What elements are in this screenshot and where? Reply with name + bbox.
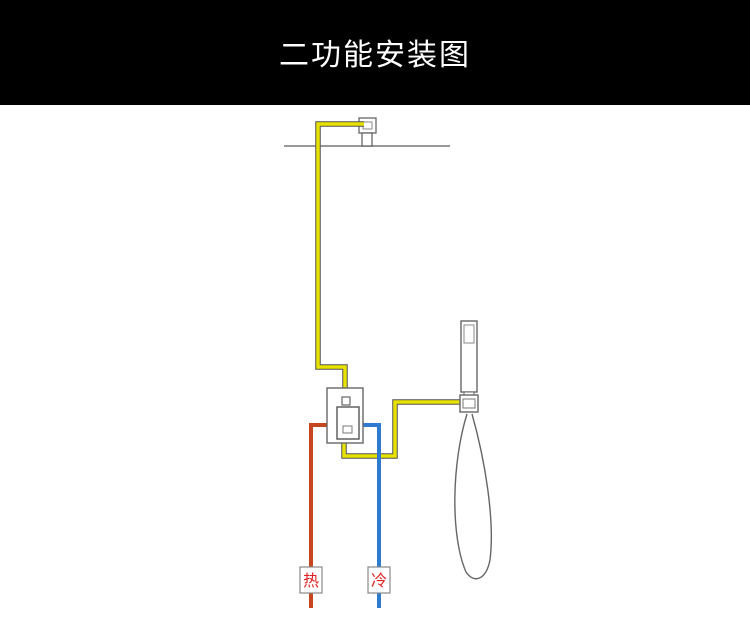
cold-water-pipe bbox=[360, 423, 381, 608]
cold-water-label: 冷 bbox=[367, 566, 391, 594]
hot-label-text: 热 bbox=[303, 571, 319, 590]
hot-water-label: 热 bbox=[299, 566, 323, 594]
hand-shower-icon bbox=[459, 320, 479, 413]
hand-shower-supply-pipe bbox=[341, 399, 466, 459]
cold-label-text: 冷 bbox=[371, 571, 387, 590]
title-bar: 二功能安装图 bbox=[0, 0, 750, 105]
shower-hose-icon bbox=[454, 413, 492, 580]
overhead-supply-pipe bbox=[315, 121, 364, 388]
concealed-mixer-valve-icon bbox=[326, 387, 364, 444]
hot-water-pipe bbox=[309, 423, 329, 608]
page-title: 二功能安装图 bbox=[279, 37, 471, 73]
